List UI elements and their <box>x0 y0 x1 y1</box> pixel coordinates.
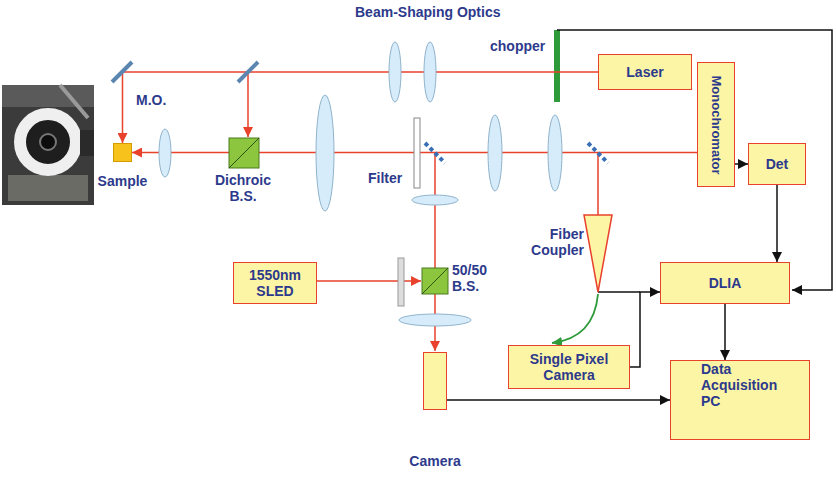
part-label: M.O. <box>136 92 166 108</box>
node-text: Det <box>766 156 789 172</box>
part-label: Fiber Coupler <box>518 226 584 258</box>
splitter-cube <box>422 268 448 294</box>
lens <box>389 42 401 102</box>
camera-box: Camera <box>423 352 447 410</box>
photo-holder <box>80 130 94 156</box>
cube-diagonal <box>422 268 448 294</box>
instrument-box: DLIA <box>660 262 790 304</box>
filter-plate <box>398 258 404 306</box>
part-label: Filter <box>368 170 402 186</box>
node-label: Camera <box>409 453 460 469</box>
signal-wire <box>447 399 670 401</box>
signal-wire <box>776 185 778 262</box>
computer-box: Data Acquisition PC <box>670 360 810 440</box>
node-label: Sample <box>98 173 148 189</box>
lens <box>412 195 458 205</box>
flip-mirror <box>425 143 445 163</box>
filter-plate <box>414 118 420 188</box>
dichroic-cube <box>229 138 259 168</box>
mirror <box>238 62 258 82</box>
chopper-blade <box>554 30 560 102</box>
sled-beam <box>316 280 421 282</box>
objective-lens <box>159 129 171 177</box>
source-box: Laser <box>598 54 692 90</box>
lens <box>548 115 562 191</box>
lens <box>399 314 471 326</box>
photo-ground <box>2 85 94 205</box>
source-box: 1550nm SLED <box>233 262 317 304</box>
detector-box: Det <box>748 143 806 185</box>
node-text: Laser <box>626 64 663 80</box>
cube-diagonal <box>229 138 259 168</box>
camera-box: Single Pixel Camera <box>508 345 630 389</box>
lens <box>424 42 436 102</box>
fiber-wire <box>598 291 640 293</box>
part-label: chopper <box>490 38 545 54</box>
flip-mirror <box>588 143 608 163</box>
photo-aperture <box>40 134 56 150</box>
part-label: Dichroic B.S. <box>208 172 278 204</box>
laser-branch-beam <box>247 72 249 137</box>
photo-mount <box>2 85 94 107</box>
photo-base <box>8 175 88 201</box>
fiber-beam <box>597 153 599 215</box>
sample-square: Sample <box>113 143 132 162</box>
photo-ring <box>20 114 76 170</box>
signal-wire <box>630 292 660 367</box>
node-text: 1550nm SLED <box>240 267 310 299</box>
node-text: Monochromator <box>708 75 724 174</box>
fiber-coupler <box>584 215 612 292</box>
stage-photo <box>2 85 94 205</box>
node-text: DLIA <box>709 275 742 291</box>
switch-arrow <box>552 294 598 343</box>
part-label: Beam-Shaping Optics <box>355 4 500 20</box>
node-text: Data Acquisition PC <box>701 361 791 409</box>
signal-wire <box>724 304 726 360</box>
signal-wire <box>735 163 748 165</box>
lens <box>316 95 334 211</box>
part-label: 50/50 B.S. <box>452 262 504 294</box>
instrument-box: Monochromator <box>697 62 735 187</box>
node-text: Single Pixel Camera <box>517 351 621 383</box>
mirror <box>112 62 132 82</box>
lens <box>488 115 502 191</box>
light-beam <box>123 72 599 143</box>
